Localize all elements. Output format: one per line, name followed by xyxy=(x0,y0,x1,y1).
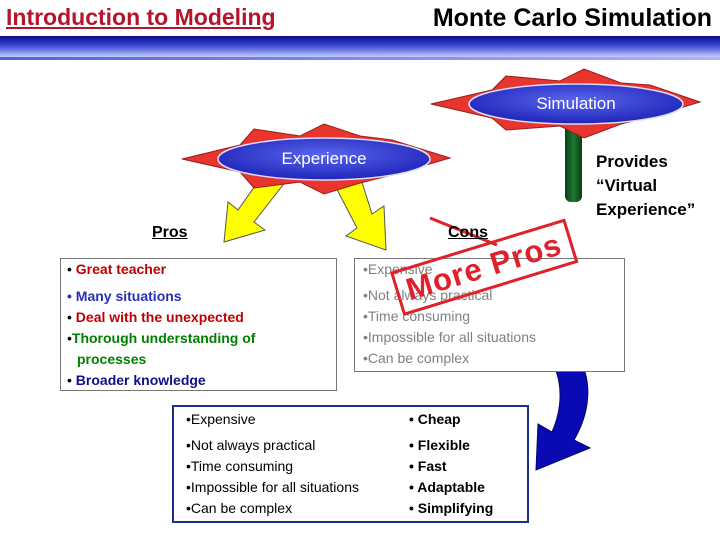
pros-item-text: processes xyxy=(77,351,147,367)
cons-box: •Expensive •Not always practical •Time c… xyxy=(354,258,625,372)
cons-item: •Expensive xyxy=(363,261,433,277)
provides-line: Provides xyxy=(596,152,668,171)
pros-bullet: • xyxy=(67,309,76,325)
pros-item: processes xyxy=(77,351,146,367)
pros-item-text: Deal with the unexpected xyxy=(75,309,244,325)
provides-line: “Virtual xyxy=(596,176,658,195)
pros-heading: Pros xyxy=(152,224,188,241)
pros-item: • Great teacher xyxy=(67,261,166,277)
pros-item-text: Thorough understanding of xyxy=(71,330,256,346)
cons-item: •Time consuming xyxy=(363,308,471,324)
comparison-con: •Impossible for all situations xyxy=(186,479,359,495)
provides-text: Provides “Virtual Experience” xyxy=(596,150,695,222)
cons-heading: Cons xyxy=(448,224,488,241)
simulation-ellipse xyxy=(468,83,684,125)
cons-item: •Can be complex xyxy=(363,350,470,366)
experience-ellipse xyxy=(217,137,431,181)
comparison-pro: • Adaptable xyxy=(409,479,485,495)
pros-bullet: • xyxy=(67,288,76,304)
pros-item: •Thorough understanding of xyxy=(67,330,255,346)
experience-label: Experience xyxy=(281,149,367,168)
comparison-con: •Expensive xyxy=(186,411,256,427)
comparison-pro: • Flexible xyxy=(409,437,470,453)
simulation-label: Simulation xyxy=(536,94,616,113)
comparison-con: •Time consuming xyxy=(186,458,294,474)
pros-box: • Great teacher • Many situations • Deal… xyxy=(60,258,337,391)
comparison-box: •Expensive •Not always practical •Time c… xyxy=(172,405,529,523)
cons-strike-line xyxy=(429,216,498,247)
comparison-pro: • Simplifying xyxy=(409,500,494,516)
header-left-title: Introduction to Modeling xyxy=(6,4,276,30)
pros-bullet: • xyxy=(67,372,76,388)
pros-item: • Deal with the unexpected xyxy=(67,309,244,325)
cons-item: •Not always practical xyxy=(363,287,493,303)
pros-item: • Many situations xyxy=(67,288,182,304)
pros-item-text: Great teacher xyxy=(75,261,167,277)
pros-bullet: • xyxy=(67,261,76,277)
pros-item-text: Broader knowledge xyxy=(75,372,206,388)
title-bar-underline xyxy=(0,57,720,60)
header-right-title: Monte Carlo Simulation xyxy=(432,4,712,32)
comparison-pro: • Fast xyxy=(409,458,447,474)
comparison-pro: • Cheap xyxy=(409,411,461,427)
pros-bullet: • xyxy=(67,330,72,346)
comparison-con: •Not always practical xyxy=(186,437,316,453)
title-bar xyxy=(0,36,720,58)
pros-item-text: Many situations xyxy=(75,288,182,304)
comparison-con: •Can be complex xyxy=(186,500,293,516)
provides-line: Experience” xyxy=(596,200,696,219)
cons-item: •Impossible for all situations xyxy=(363,329,536,345)
pros-item: • Broader knowledge xyxy=(67,372,206,388)
